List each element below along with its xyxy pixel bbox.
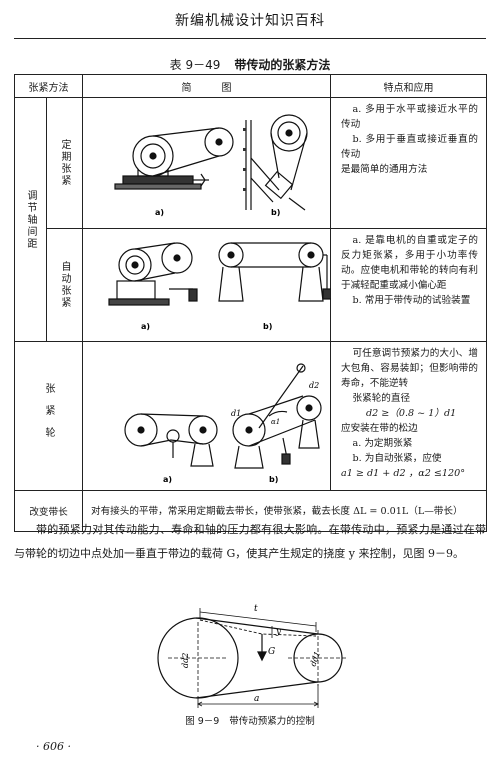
features-cell: a. 多用于水平或接近水平的传动 b. 多用于垂直或接近垂直的传动 是最简单的通… <box>330 97 487 229</box>
method-label: 张紧轮 <box>43 383 54 449</box>
feature-line: 张紧轮的直径 <box>352 393 411 404</box>
feature-line: 可任意调节预紧力的大小、增大包角、容易装卸；但影响带的寿命，不能逆转 <box>341 348 478 389</box>
feature-formula: d2 ≥（0.8 ~ 1）d1 <box>365 408 457 419</box>
method-label: 定期张紧 <box>59 139 70 187</box>
auto-tension-diagram: a) b) <box>108 242 331 331</box>
page-number: · 606 · <box>36 740 71 753</box>
diagram-label-a: a) <box>163 475 172 484</box>
table-title: 表 9－49 带传动的张紧方法 <box>0 56 500 73</box>
diagram-cell: a) b) <box>82 97 331 229</box>
feature-line: a. 多用于水平或接近水平的传动 <box>341 104 478 130</box>
label-G: G <box>268 647 275 657</box>
method-cell: 定期张紧 <box>46 97 83 229</box>
label-t: t <box>254 604 258 614</box>
header-rule <box>14 38 486 39</box>
tension-pulley-diagram: d1 d2 α1 a) b) <box>124 363 322 484</box>
feature-formula: a1 ≥ d1 + d2 ，α2 ≤120° <box>341 468 466 479</box>
label-alpha1: α1 <box>271 418 280 426</box>
running-header: 新编机械设计知识百科 <box>175 13 325 29</box>
feature-line: 是最简单的通用方法 <box>341 164 428 175</box>
features-cell: a. 是靠电机的自重或定子的反力矩张紧，多用于小功率传动。应使电机和带轮的转向有… <box>330 228 487 342</box>
feature-line: b. 为自动张紧，应使 <box>352 453 442 464</box>
figure-9-9-diagram: t y G dd2 dd1 a <box>157 604 348 708</box>
figure-caption: 图 9－9 带传动预紧力的控制 <box>0 713 500 727</box>
table-number: 表 9－49 <box>169 58 221 72</box>
table-row: 张紧轮 <box>14 341 487 491</box>
tension-methods-table: 张紧方法 简 图 特点和应用 调节轴间距 定期张紧 <box>14 74 487 532</box>
group-adjust-label: 调节轴间距 <box>25 189 36 250</box>
col-header-features: 特点和应用 <box>330 74 487 98</box>
label-y: y <box>275 627 282 637</box>
table-row: 改变带长 对有接头的平带，常采用定期截去带长，使带张紧，截去长度 ΔL = 0.… <box>14 490 487 532</box>
label-a: a <box>254 694 259 704</box>
label-d1: d1 <box>231 409 241 418</box>
table-header-row: 张紧方法 简 图 特点和应用 <box>14 74 487 98</box>
feature-line: 应安装在带的松边 <box>341 423 418 434</box>
diagram-label-b: b) <box>263 322 272 331</box>
col-header-method: 张紧方法 <box>14 74 83 98</box>
features-cell: 可任意调节预紧力的大小、增大包角、容易装卸；但影响带的寿命，不能逆转 张紧轮的直… <box>330 341 487 491</box>
table-title-text: 带传动的张紧方法 <box>234 58 331 72</box>
method-label: 自动张紧 <box>59 261 70 309</box>
group-adjust-cell: 调节轴间距 <box>14 97 47 342</box>
label-dd1: dd1 <box>308 650 322 667</box>
feature-line: a. 是靠电机的自重或定子的反力矩张紧，多用于小功率传动。应使电机和带轮的转向有… <box>341 235 478 291</box>
diagram-label-a: a) <box>155 208 164 217</box>
col-header-diagram: 简 图 <box>82 74 331 98</box>
feature-line: b. 多用于垂直或接近垂直的传动 <box>341 134 478 160</box>
method-cell: 自动张紧 <box>46 228 83 342</box>
diagram-cell: a) b) <box>82 228 331 342</box>
body-paragraph: 带的预紧力对其传动能力、寿命和轴的压力都有很大影响。在带传动中，预紧力是通过在带… <box>14 523 486 560</box>
feature-line: a. 为定期张紧 <box>352 438 413 449</box>
table-row: 自动张紧 <box>15 228 487 342</box>
description-cell: 对有接头的平带，常采用定期截去带长，使带张紧，截去长度 ΔL = 0.01L（L… <box>82 490 487 532</box>
figure-number: 图 9－9 <box>185 716 220 727</box>
table-row: 调节轴间距 定期张紧 <box>14 97 487 342</box>
diagram-label-a: a) <box>141 322 150 331</box>
diagram-label-b: b) <box>271 208 280 217</box>
method-cell: 张紧轮 <box>14 341 83 491</box>
label-dd2: dd2 <box>181 653 190 668</box>
diagram-cell: d1 d2 α1 a) b) <box>82 341 331 491</box>
label-d2: d2 <box>309 381 319 390</box>
periodic-tension-diagram: a) b) <box>114 114 308 217</box>
figure-caption-text: 带传动预紧力的控制 <box>229 716 315 727</box>
diagram-label-b: b) <box>269 475 278 484</box>
feature-line: b. 常用于带传动的试验装置 <box>352 295 471 306</box>
method-cell: 改变带长 <box>14 490 83 532</box>
